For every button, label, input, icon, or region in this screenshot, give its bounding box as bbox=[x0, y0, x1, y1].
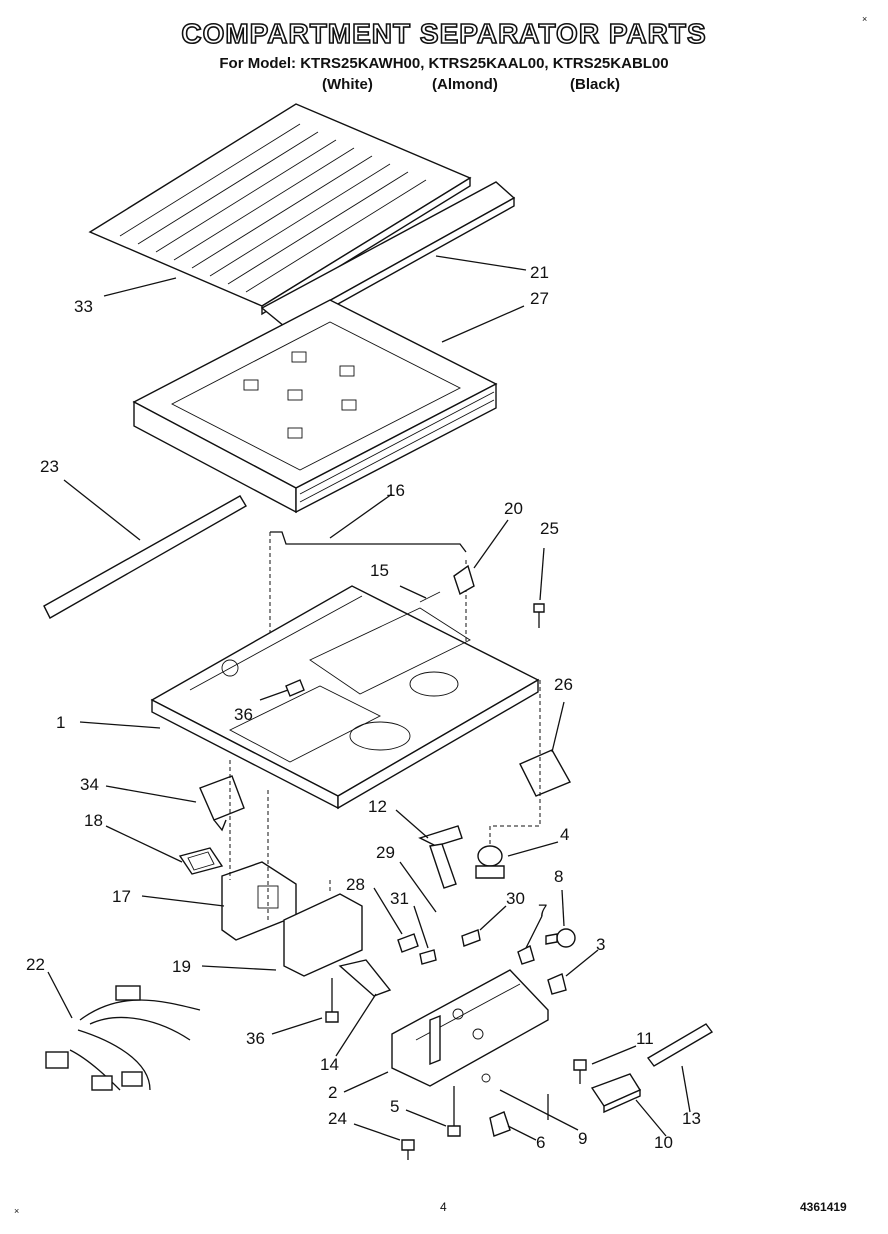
callout-28: 28 bbox=[346, 875, 365, 894]
callout-25: 25 bbox=[540, 519, 559, 538]
callout-10: 10 bbox=[654, 1133, 673, 1152]
corner-mark-top: × bbox=[862, 14, 868, 24]
part-base-bracket bbox=[391, 969, 549, 1087]
callout-13: 13 bbox=[682, 1109, 701, 1128]
part-screw-25 bbox=[533, 603, 545, 628]
callout-11: 11 bbox=[636, 1029, 654, 1048]
callout-15: 15 bbox=[370, 561, 389, 580]
part-side-strip bbox=[43, 495, 247, 619]
callout-36-upper: 36 bbox=[234, 705, 253, 724]
callout-16: 16 bbox=[386, 481, 405, 500]
part-screw-11 bbox=[573, 1059, 587, 1084]
callout-1: 1 bbox=[56, 713, 65, 732]
callout-27: 27 bbox=[530, 289, 549, 308]
corner-mark-bottom: × bbox=[14, 1206, 20, 1216]
part-shelf-grille bbox=[88, 103, 472, 316]
callout-22: 22 bbox=[26, 955, 45, 974]
callout-14: 14 bbox=[320, 1055, 339, 1074]
callout-5: 5 bbox=[390, 1097, 399, 1116]
callout-23: 23 bbox=[40, 457, 59, 476]
part-front-trim bbox=[260, 181, 516, 336]
callout-2: 2 bbox=[328, 1083, 337, 1102]
callout-12: 12 bbox=[368, 797, 387, 816]
part-gasket bbox=[178, 847, 224, 875]
part-clip-31 bbox=[419, 949, 437, 965]
model-list: For Model: KTRS25KAWH00, KTRS25KAAL00, K… bbox=[219, 55, 669, 72]
callout-21: 21 bbox=[530, 263, 549, 282]
variant-white: (White) bbox=[322, 76, 373, 93]
page-title: COMPARTMENT SEPARATOR PARTS bbox=[181, 17, 707, 50]
callout-19: 19 bbox=[172, 957, 191, 976]
part-separator-pan bbox=[150, 585, 540, 810]
part-bulb bbox=[545, 928, 576, 948]
callout-9: 9 bbox=[578, 1129, 587, 1148]
part-screw-36-lower bbox=[325, 978, 339, 1023]
part-rod bbox=[646, 1023, 714, 1067]
callout-18: 18 bbox=[84, 811, 103, 830]
part-screw-24 bbox=[401, 1139, 415, 1160]
part-clip-20 bbox=[453, 564, 475, 596]
part-grommet bbox=[489, 1111, 511, 1137]
part-link-12 bbox=[418, 825, 463, 847]
part-clip-28 bbox=[397, 933, 419, 953]
callout-6: 6 bbox=[536, 1133, 545, 1152]
callout-20: 20 bbox=[504, 499, 523, 518]
part-control-housing bbox=[221, 760, 297, 941]
part-wiring-harness bbox=[45, 985, 201, 1091]
part-control-cover bbox=[267, 790, 363, 977]
document-number: 4361419 bbox=[800, 1200, 847, 1214]
callout-labels: 33 21 27 23 16 20 25 15 26 1 36 34 12 18… bbox=[26, 263, 701, 1152]
leader-lines bbox=[47, 255, 691, 1141]
variant-black: (Black) bbox=[570, 76, 621, 93]
callout-8: 8 bbox=[554, 867, 563, 886]
part-clip-3 bbox=[547, 973, 567, 995]
part-pin bbox=[481, 1073, 549, 1120]
callout-26: 26 bbox=[554, 675, 573, 694]
part-deflector bbox=[338, 959, 392, 997]
callout-29: 29 bbox=[376, 843, 395, 862]
callout-7: 7 bbox=[538, 901, 547, 920]
part-hinge bbox=[590, 1073, 642, 1114]
part-bracket-15 bbox=[419, 591, 441, 603]
part-screw-36-upper bbox=[285, 679, 305, 697]
callout-17: 17 bbox=[112, 887, 131, 906]
callout-33: 33 bbox=[74, 297, 93, 316]
part-damper-motor bbox=[475, 680, 541, 879]
callout-36-lower: 36 bbox=[246, 1029, 265, 1048]
callout-31: 31 bbox=[390, 889, 409, 908]
part-knob bbox=[199, 775, 245, 832]
callout-3: 3 bbox=[596, 935, 605, 954]
callout-4: 4 bbox=[560, 825, 569, 844]
part-cover-frame bbox=[132, 299, 498, 514]
page-number: 4 bbox=[440, 1200, 447, 1214]
callout-34: 34 bbox=[80, 775, 99, 794]
part-clip-30 bbox=[461, 929, 481, 947]
part-duct-cover bbox=[519, 749, 571, 797]
part-link-29 bbox=[429, 843, 457, 889]
callout-30: 30 bbox=[506, 889, 525, 908]
variant-almond: (Almond) bbox=[432, 76, 498, 93]
part-socket bbox=[517, 944, 535, 965]
part-screw-5 bbox=[447, 1086, 461, 1137]
callout-24: 24 bbox=[328, 1109, 347, 1128]
